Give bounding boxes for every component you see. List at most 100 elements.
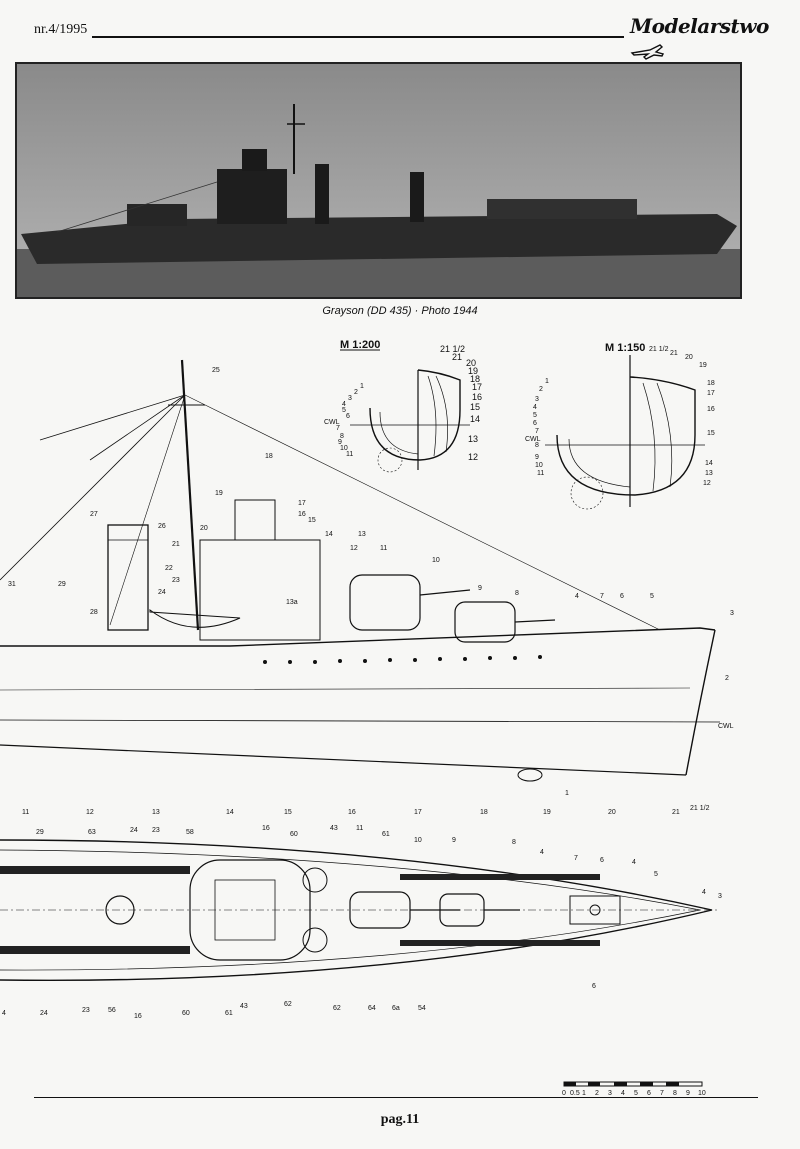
profile-label: 12 bbox=[350, 545, 358, 552]
plan-label: 62 bbox=[284, 1001, 292, 1008]
profile-label: 9 bbox=[478, 585, 482, 592]
profile-label: 26 bbox=[158, 523, 166, 530]
plan-label: 58 bbox=[186, 829, 194, 836]
scale-tick: 0 bbox=[562, 1090, 566, 1097]
scale-tick: 10 bbox=[698, 1090, 706, 1097]
body-plan-label: 18 bbox=[707, 380, 715, 387]
profile-label: 7 bbox=[600, 593, 604, 600]
body-plan-label: 3 bbox=[348, 395, 352, 402]
plan-label: 63 bbox=[88, 829, 96, 836]
plan-label: 43 bbox=[240, 1003, 248, 1010]
body-plan-label: 17 bbox=[472, 382, 482, 392]
plan-label: 43 bbox=[330, 825, 338, 832]
profile-label: 5 bbox=[650, 593, 654, 600]
plan-label: 4 bbox=[632, 859, 636, 866]
plan-label: 23 bbox=[82, 1007, 90, 1014]
magazine-logo-text: Modelarstwo bbox=[630, 14, 769, 38]
plan-label: 60 bbox=[182, 1010, 190, 1017]
body-plan-label: 12 bbox=[468, 452, 478, 462]
body-plan-label: 21 bbox=[670, 350, 678, 357]
profile-label: 14 bbox=[325, 531, 333, 538]
photo-caption: Grayson (DD 435) · Photo 1944 bbox=[322, 305, 478, 317]
frame-mark: 11 bbox=[22, 809, 29, 816]
body-plan-label: 6 bbox=[533, 420, 537, 427]
page-number: pag.11 bbox=[380, 1112, 420, 1127]
profile-label: 6 bbox=[620, 593, 624, 600]
profile-label: 23 bbox=[172, 577, 180, 584]
ship-photograph bbox=[15, 62, 742, 299]
profile-label: 25 bbox=[212, 367, 220, 374]
body-plan-label: 19 bbox=[699, 362, 707, 369]
body-plan-label: 10 bbox=[535, 462, 543, 469]
scale-tick: 8 bbox=[673, 1090, 677, 1097]
profile-label: 19 bbox=[215, 490, 223, 497]
airplane-icon bbox=[630, 43, 665, 60]
scale-tick: 9 bbox=[686, 1090, 690, 1097]
body-plan-label: CWL bbox=[324, 419, 340, 426]
profile-label: 24 bbox=[158, 589, 166, 596]
body-plan-label: 7 bbox=[336, 425, 340, 432]
plan-label: 4 bbox=[540, 849, 544, 856]
body-plan-1-150: M 1:150 1 2 3 4 5 6 7 8 9 10 11 12 13 14… bbox=[525, 342, 715, 510]
body-plan-label: 2 bbox=[354, 389, 358, 396]
plan-label: 61 bbox=[382, 831, 390, 838]
profile-label: 31 bbox=[8, 581, 16, 588]
plan-label: 62 bbox=[333, 1005, 341, 1012]
profile-label: 21 bbox=[172, 541, 180, 548]
body-plan-label: 14 bbox=[470, 414, 480, 424]
frame-mark: 17 bbox=[414, 809, 422, 816]
frame-mark: 20 bbox=[608, 809, 616, 816]
header-rule bbox=[92, 36, 624, 38]
profile-label: 3 bbox=[730, 610, 734, 617]
profile-label: 13a bbox=[286, 599, 298, 606]
body-plan-label: 11 bbox=[537, 470, 544, 477]
plan-label: 9 bbox=[452, 837, 456, 844]
plan-label: 10 bbox=[414, 837, 422, 844]
profile-label: 8 bbox=[515, 590, 519, 597]
profile-label: 20 bbox=[200, 525, 208, 532]
deck-plan-drawing: 11 12 13 14 15 16 17 18 19 20 21 21 1/2 … bbox=[0, 805, 722, 1020]
scale-tick: 2 bbox=[595, 1090, 599, 1097]
body-plan-label: 4 bbox=[342, 401, 346, 408]
plan-label: 11 bbox=[356, 825, 363, 832]
plan-label: 60 bbox=[290, 831, 298, 838]
scale-tick: 4 bbox=[621, 1090, 625, 1097]
body-plan-label: 19 bbox=[468, 366, 478, 376]
body-plan-label: 13 bbox=[468, 434, 478, 444]
body-plan-title: M 1:150 bbox=[605, 342, 645, 354]
footer-rule bbox=[34, 1097, 758, 1098]
frame-mark: 13 bbox=[152, 809, 160, 816]
body-plan-label: 14 bbox=[705, 460, 713, 467]
frame-mark: 12 bbox=[86, 809, 94, 816]
profile-label: 2 bbox=[725, 675, 729, 682]
body-plan-label: 20 bbox=[466, 358, 476, 368]
body-plan-label: 9 bbox=[338, 439, 342, 446]
plan-label: 4 bbox=[2, 1010, 6, 1017]
body-plan-label: 12 bbox=[703, 480, 711, 487]
body-plan-1-200: M 1:200 1 2 3 4 5 6 7 8 9 10 11 12 13 14… bbox=[324, 339, 482, 473]
plan-label: 3 bbox=[718, 893, 722, 900]
body-plan-label: 21 bbox=[452, 352, 462, 362]
profile-label: 13 bbox=[358, 531, 366, 538]
frame-mark: 18 bbox=[480, 809, 488, 816]
body-plan-label: 8 bbox=[535, 442, 539, 449]
plan-label: 5 bbox=[654, 871, 658, 878]
body-plan-label: 21 1/2 bbox=[649, 346, 669, 353]
body-plan-label: 16 bbox=[472, 392, 482, 402]
body-plan-label: 11 bbox=[346, 451, 353, 458]
body-plan-label: 15 bbox=[470, 402, 480, 412]
profile-label: 27 bbox=[90, 511, 98, 518]
body-plan-label: 13 bbox=[705, 470, 713, 477]
body-plan-label: 20 bbox=[685, 354, 693, 361]
body-plan-label: 16 bbox=[707, 406, 715, 413]
profile-label: 17 bbox=[298, 500, 306, 507]
body-plan-label: 18 bbox=[470, 374, 480, 384]
body-plan-label: 10 bbox=[340, 445, 348, 452]
plan-label: 56 bbox=[108, 1007, 116, 1014]
scale-tick: 7 bbox=[660, 1090, 664, 1097]
plan-label: 6 bbox=[592, 983, 596, 990]
plan-label: 16 bbox=[262, 825, 270, 832]
body-plan-label: 4 bbox=[533, 404, 537, 411]
frame-mark: 14 bbox=[226, 809, 234, 816]
frame-mark: 19 bbox=[543, 809, 551, 816]
